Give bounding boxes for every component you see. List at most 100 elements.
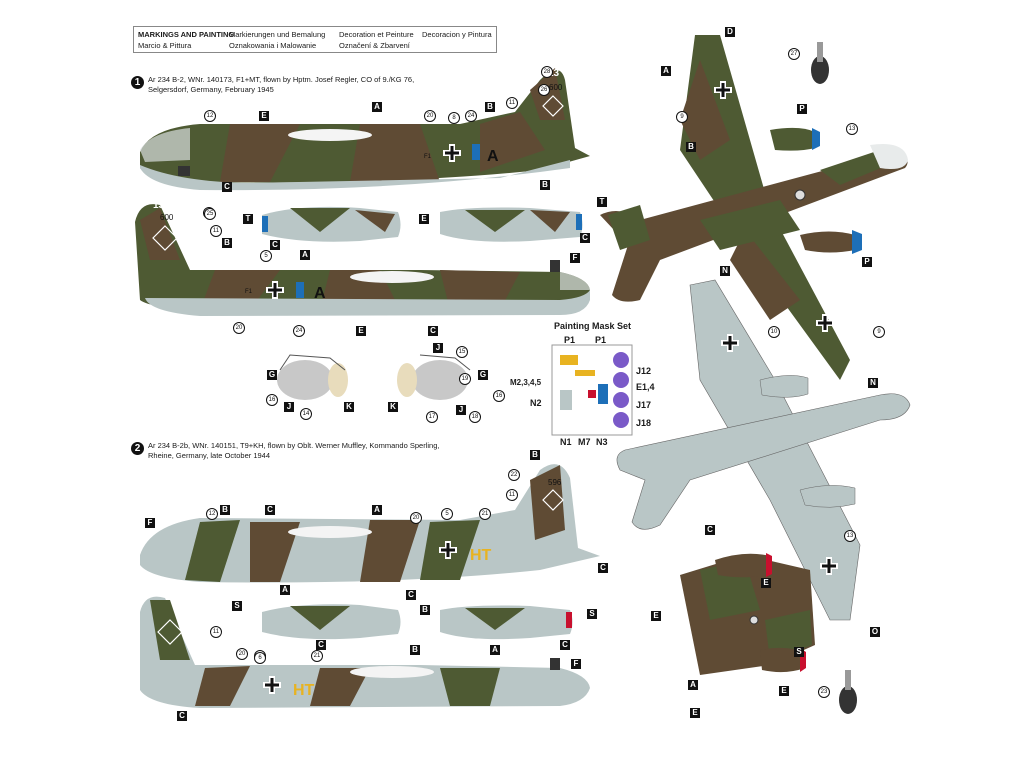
scheme-1-top-view <box>600 35 908 380</box>
mask-label-p1a: P1 <box>564 335 576 345</box>
scheme-2-title-line2: Rheine, Germany, late October 1944 <box>148 451 271 460</box>
scheme-1-bottom-view <box>616 279 911 621</box>
callout-letter-a: A <box>280 585 290 595</box>
callout-letter-c: C <box>428 326 438 336</box>
callout-letter-b: B <box>540 180 550 190</box>
callout-number-5: 5 <box>441 508 453 520</box>
callout-letter-e: E <box>419 214 429 224</box>
callout-number-20: 20 <box>424 110 436 122</box>
callout-letter-c: C <box>598 563 608 573</box>
scheme-1-right-profile: A F1 13 600 <box>135 200 590 316</box>
callout-letter-c: C <box>222 182 232 192</box>
mask-label-j12: J12 <box>636 366 652 376</box>
callout-letter-n: N <box>868 378 878 388</box>
callout-number-13: 13 <box>846 123 858 135</box>
callout-letter-b: B <box>410 645 420 655</box>
svg-text:HT: HT <box>293 682 315 699</box>
callout-number-11: 11 <box>506 97 518 109</box>
scheme-2-title-line1: Ar 234 B-2b, WNr. 140151, T9+KH, flown b… <box>148 441 440 450</box>
callout-letter-e: E <box>690 708 700 718</box>
callout-number-16: 16 <box>493 390 505 402</box>
callout-letter-g: G <box>267 370 277 380</box>
callout-number-28: 28 <box>541 66 553 78</box>
callout-letter-b: B <box>420 605 430 615</box>
callout-letter-g: G <box>478 370 488 380</box>
svg-text:F1: F1 <box>424 154 432 160</box>
callout-number-9: 9 <box>873 326 885 338</box>
callout-number-23: 23 <box>818 686 830 698</box>
callout-number-10: 10 <box>768 326 780 338</box>
callout-letter-e: E <box>356 326 366 336</box>
callout-letter-o: O <box>870 627 880 637</box>
scheme-2-nacelles <box>262 604 573 640</box>
scheme-1-fuselage-letter: A <box>487 148 499 165</box>
callout-letter-f: F <box>571 659 581 669</box>
scheme-2-badge: 2 <box>131 442 144 455</box>
callout-number-12: 12 <box>204 110 216 122</box>
callout-letter-t: T <box>243 214 253 224</box>
callout-number-20: 20 <box>410 512 422 524</box>
callout-letter-n: N <box>720 266 730 276</box>
scheme-1-wnr: 600 <box>549 83 563 92</box>
callout-letter-a: A <box>490 645 500 655</box>
scheme-1-badge: 1 <box>131 76 144 89</box>
callout-number-20: 20 <box>233 322 245 334</box>
callout-number-27: 27 <box>788 48 800 60</box>
callout-letter-p: P <box>797 104 807 114</box>
callout-number-14: 14 <box>300 408 312 420</box>
legend-item-de: Markierungen und Bemalung <box>229 30 326 39</box>
legend-item-it: Marcio & Pittura <box>138 41 192 50</box>
svg-text:A: A <box>314 285 326 302</box>
mask-label-m2345: M2,3,4,5 <box>510 378 542 387</box>
scheme-2-top-view <box>680 553 815 675</box>
callout-number-24: 24 <box>465 110 477 122</box>
callout-letter-c: C <box>265 505 275 515</box>
callout-letter-f: F <box>570 253 580 263</box>
callout-letter-b: B <box>485 102 495 112</box>
callout-letter-a: A <box>372 505 382 515</box>
callout-number-22: 22 <box>508 469 520 481</box>
scheme-2-left-profile: HT 596 <box>140 464 600 583</box>
mask-set-title: Painting Mask Set <box>554 321 632 331</box>
scheme-2-right-profile: HT <box>140 596 590 708</box>
callout-number-11: 11 <box>210 626 222 638</box>
callout-letter-e: E <box>761 578 771 588</box>
callout-letter-e: E <box>259 111 269 121</box>
callout-number-24: 24 <box>293 325 305 337</box>
callout-letter-s: S <box>794 647 804 657</box>
wheel-details <box>811 42 857 714</box>
legend-item-fr: Decoration et Peinture <box>339 30 414 39</box>
mask-label-j17: J17 <box>636 400 652 410</box>
mask-label-n1: N1 <box>560 437 572 447</box>
callout-number-5: 5 <box>260 250 272 262</box>
callout-number-21: 21 <box>311 650 323 662</box>
svg-text:F1: F1 <box>245 289 253 295</box>
painting-mask-set <box>551 344 633 436</box>
scheme-1-title-line2: Selgersdorf, Germany, February 1945 <box>148 85 274 94</box>
callout-number-18: 18 <box>469 411 481 423</box>
mask-label-e14: E1,4 <box>636 382 655 392</box>
callout-letter-j: J <box>284 402 294 412</box>
callout-number-13: 13 <box>844 530 856 542</box>
callout-letter-d: D <box>725 27 735 37</box>
callout-letter-a: A <box>372 102 382 112</box>
callout-letter-f: F <box>145 518 155 528</box>
scheme-1-title-line1: Ar 234 B-2, WNr. 140173, F1+MT, flown by… <box>148 75 415 84</box>
engine-detail-drawings <box>277 354 471 400</box>
callout-number-17: 17 <box>426 411 438 423</box>
scheme-1-nacelles <box>262 206 583 242</box>
callout-number-8: 8 <box>448 112 460 124</box>
callout-letter-s: S <box>587 609 597 619</box>
callout-number-20: 20 <box>236 648 248 660</box>
callout-letter-b: B <box>530 450 540 460</box>
callout-number-25: 25 <box>204 208 216 220</box>
callout-letter-c: C <box>270 240 280 250</box>
legend-item-es: Decoracion y Pintura <box>422 30 492 39</box>
svg-text:13: 13 <box>153 200 165 211</box>
callout-letter-p: P <box>862 257 872 267</box>
legend-title: MARKINGS AND PAINTING <box>138 30 235 39</box>
callout-letter-c: C <box>705 525 715 535</box>
mask-label-n3: N3 <box>596 437 608 447</box>
callout-letter-s: S <box>232 601 242 611</box>
